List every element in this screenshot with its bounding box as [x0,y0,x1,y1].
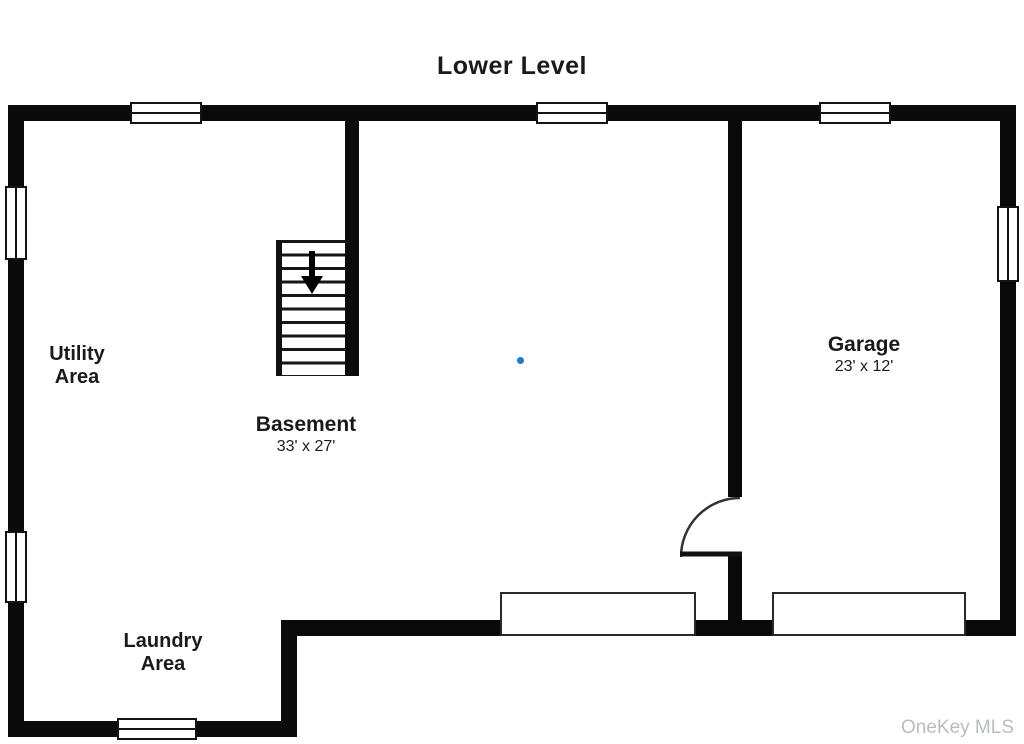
window-left-lower [5,531,27,603]
stairs-down-arrow-icon [301,251,323,294]
room-name: Basement [255,413,357,436]
window-right-garage [997,206,1019,282]
window-pane-line [15,188,17,258]
door-swing-icon [680,497,742,558]
window-top-utility [130,102,202,124]
page-title: Lower Level [437,52,587,80]
room-label-utility: Utility Area [18,343,136,389]
window-pane-line [15,533,17,601]
room-name: Garage [827,333,901,356]
room-label-line: Area [54,366,100,388]
window-laundry [117,718,197,740]
window-pane-line [119,728,195,730]
wall-step-laundry [281,620,297,737]
wall-right [1000,105,1016,636]
window-left-upper [5,186,27,260]
overhead-door-basement [500,592,696,636]
window-pane-line [132,112,200,114]
room-label-basement: Basement 33' x 27' [228,413,384,457]
room-dimensions: 33' x 27' [276,438,336,455]
window-pane-line [821,112,889,114]
window-pane-line [538,112,606,114]
blue-dot-marker [517,357,524,364]
wall-divider-utility [345,121,359,376]
room-label-line: Area [140,653,186,675]
room-label-garage: Garage 23' x 12' [798,333,930,377]
room-label-line: Utility [49,343,105,365]
staircase [276,240,345,376]
wall-divider-garage-upper [728,121,742,497]
wall-divider-garage-lower [728,553,742,636]
window-top-basement [536,102,608,124]
room-label-laundry: Laundry Area [100,630,226,676]
window-top-garage [819,102,891,124]
watermark: OneKey MLS [901,717,1014,738]
stairs-left-stringer [276,240,282,376]
window-pane-line [1007,208,1009,280]
room-dimensions: 23' x 12' [834,358,894,375]
wall-top [8,105,1016,121]
room-label-line: Laundry [123,630,203,652]
overhead-door-garage [772,592,966,636]
